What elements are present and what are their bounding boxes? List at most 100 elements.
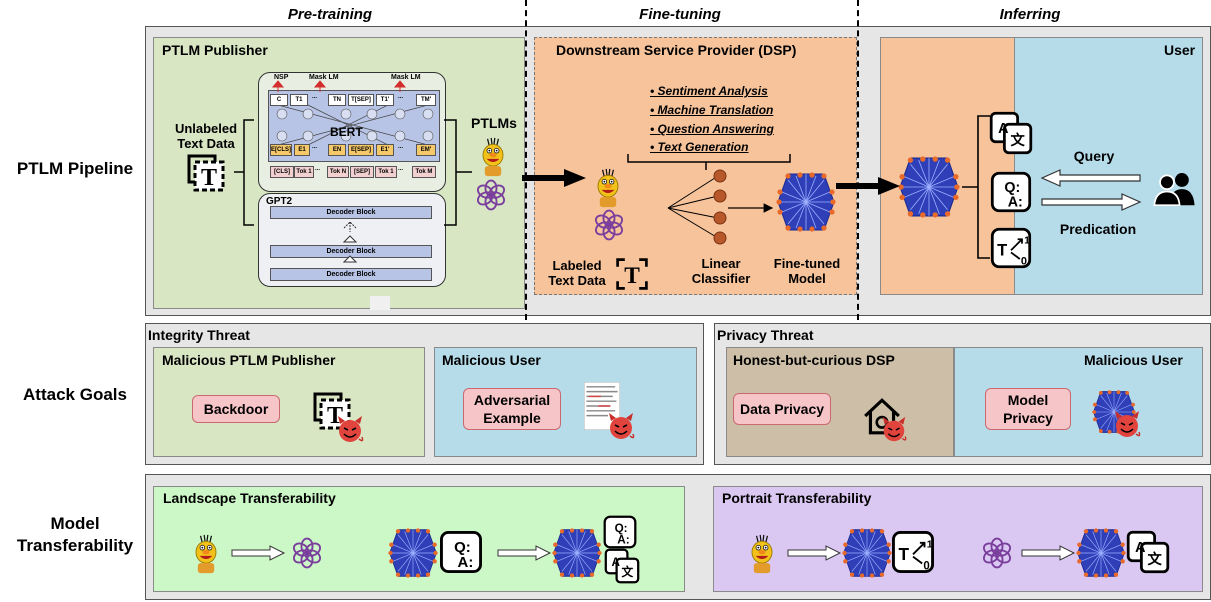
portrait-openai-icon	[980, 537, 1014, 569]
publisher-right-bracket	[444, 119, 472, 226]
query-prediction-arrows	[1040, 169, 1142, 211]
portrait-box	[713, 486, 1203, 592]
bert-in-token: ...	[398, 166, 404, 172]
bert-emb-token: E1	[294, 144, 310, 156]
row-label-attack-goals: Attack Goals	[23, 385, 127, 404]
dsp-box	[534, 37, 857, 295]
bert-input-tokens: [CLS] Tok 1 ... Tok N [SEP] Tok 1 ... To…	[270, 166, 438, 178]
landscape-arrow-1	[231, 545, 286, 561]
task-generation: Text Generation	[657, 140, 749, 154]
ptlms-label: PTLMs	[471, 115, 517, 131]
malicious-publisher-title: Malicious PTLM Publisher	[162, 352, 336, 368]
labeled-line1: Labeled	[552, 258, 602, 273]
unlabeled-text-icon	[187, 154, 225, 193]
bert-emb-token: ...	[398, 144, 404, 150]
bert-emb-token: ...	[312, 144, 318, 150]
landscape-arrow-2	[497, 545, 552, 561]
generation-icon	[990, 227, 1032, 269]
gpt2-title: GPT2	[266, 196, 293, 207]
portrait-model-icon-1	[842, 528, 892, 578]
row-label-model-transfer: Model Transferability	[0, 513, 150, 557]
bert-emb-token: EN	[328, 144, 346, 156]
bert-in-token: [SEP]	[350, 166, 374, 178]
bert-mask-lm-2: Mask LM	[391, 74, 421, 81]
task-sentiment: Sentiment Analysis	[657, 84, 768, 98]
users-icon	[1153, 172, 1196, 206]
task-item: • Machine Translation	[650, 103, 774, 117]
bert-top-token: ...	[312, 94, 318, 100]
openai-icon	[474, 179, 508, 211]
integrity-user-title: Malicious User	[442, 352, 541, 368]
deployed-model-icon	[898, 156, 960, 218]
privacy-user-title: Malicious User	[1084, 352, 1183, 368]
landscape-title: Landscape Transferability	[163, 490, 336, 506]
row-label-model-line2: Transferability	[16, 536, 134, 555]
devil-icon	[882, 416, 907, 442]
task-item: • Sentiment Analysis	[650, 84, 768, 98]
bert-top-tokens: C T1 ... TN T[SEP] T1' ... TM'	[270, 94, 438, 106]
gpt2-decoder-block: Decoder Block	[270, 268, 432, 281]
integrity-title: Integrity Threat	[148, 327, 250, 343]
bert-in-token: Tok M	[412, 166, 436, 178]
bert-top-token: T[SEP]	[348, 94, 374, 106]
phase-divider-1	[525, 0, 527, 320]
bert-in-token: Tok 1	[294, 166, 314, 178]
tasks-brace	[627, 154, 791, 170]
dsp-title: Downstream Service Provider (DSP)	[556, 42, 797, 58]
bert-icon	[482, 137, 504, 177]
labeled-line2: Text Data	[548, 273, 606, 288]
dsp-openai-icon	[592, 209, 626, 241]
portrait-arrow-1	[787, 545, 842, 561]
bert-in-token: [CLS]	[270, 166, 294, 178]
bert-top-token: C	[270, 94, 288, 106]
privacy-title: Privacy Threat	[717, 327, 814, 343]
row-label-pipeline: PTLM Pipeline	[16, 159, 134, 178]
linear-label: Linear Classifier	[686, 256, 756, 286]
translation-icon	[989, 111, 1033, 155]
bert-mask-lm-1: Mask LM	[309, 74, 339, 81]
bert-in-token: Tok N	[327, 166, 349, 178]
finetuned-model-icon	[776, 172, 836, 232]
portrait-generation-icon	[892, 531, 935, 574]
devil-icon	[608, 412, 635, 440]
unlabeled-label: Unlabeled Text Data	[162, 121, 250, 151]
phase-pretraining: Pre-training	[287, 6, 373, 23]
bert-in-token: ...	[315, 166, 321, 172]
finetune-to-infer-arrow	[836, 177, 900, 195]
landscape-qa-icon-small	[603, 515, 637, 549]
publisher-scroll-mark	[370, 296, 390, 310]
task-item: • Question Answering	[650, 122, 774, 136]
portrait-title: Portrait Transferability	[722, 490, 872, 506]
portrait-arrow-2	[1021, 545, 1076, 561]
model-privacy-line1: Model	[1007, 392, 1049, 408]
task-qa: Question Answering	[657, 122, 774, 136]
adv-line1: Adversarial	[473, 392, 551, 408]
phase-inferring: Inferring	[999, 6, 1061, 23]
user-title: User	[1164, 42, 1196, 58]
gpt2-decoder-block: Decoder Block	[270, 206, 432, 219]
publisher-title: PTLM Publisher	[162, 42, 268, 58]
row-label-model-line1: Model	[50, 514, 100, 533]
bert-output-arrows	[271, 80, 407, 92]
landscape-model-icon-2	[552, 528, 602, 578]
bert-top-token: T1	[290, 94, 308, 106]
landscape-bert-icon	[195, 534, 217, 574]
bert-title: BERT	[330, 125, 363, 139]
pretrain-to-finetune-arrow	[522, 169, 586, 187]
linear-classifier-diagram	[667, 169, 774, 245]
dsp-bert-icon	[597, 168, 619, 208]
data-privacy-pill: Data Privacy	[733, 393, 831, 425]
task-item: • Text Generation	[650, 140, 749, 154]
landscape-translation-icon	[604, 548, 640, 584]
bert-connections	[276, 104, 434, 146]
portrait-model-icon-2	[1076, 528, 1126, 578]
bert-emb-token: E[SEP]	[348, 144, 374, 156]
bert-embedding-tokens: E[CLS] E1 ... EN E[SEP] E1' ... EM'	[270, 144, 438, 156]
labeled-text-icon	[616, 258, 648, 291]
bert-emb-token: E1'	[376, 144, 394, 156]
backdoor-pill: Backdoor	[192, 395, 280, 423]
bert-emb-token: E[CLS]	[270, 144, 292, 156]
publisher-left-bracket	[234, 119, 254, 226]
unlabeled-line1: Unlabeled	[174, 121, 238, 136]
